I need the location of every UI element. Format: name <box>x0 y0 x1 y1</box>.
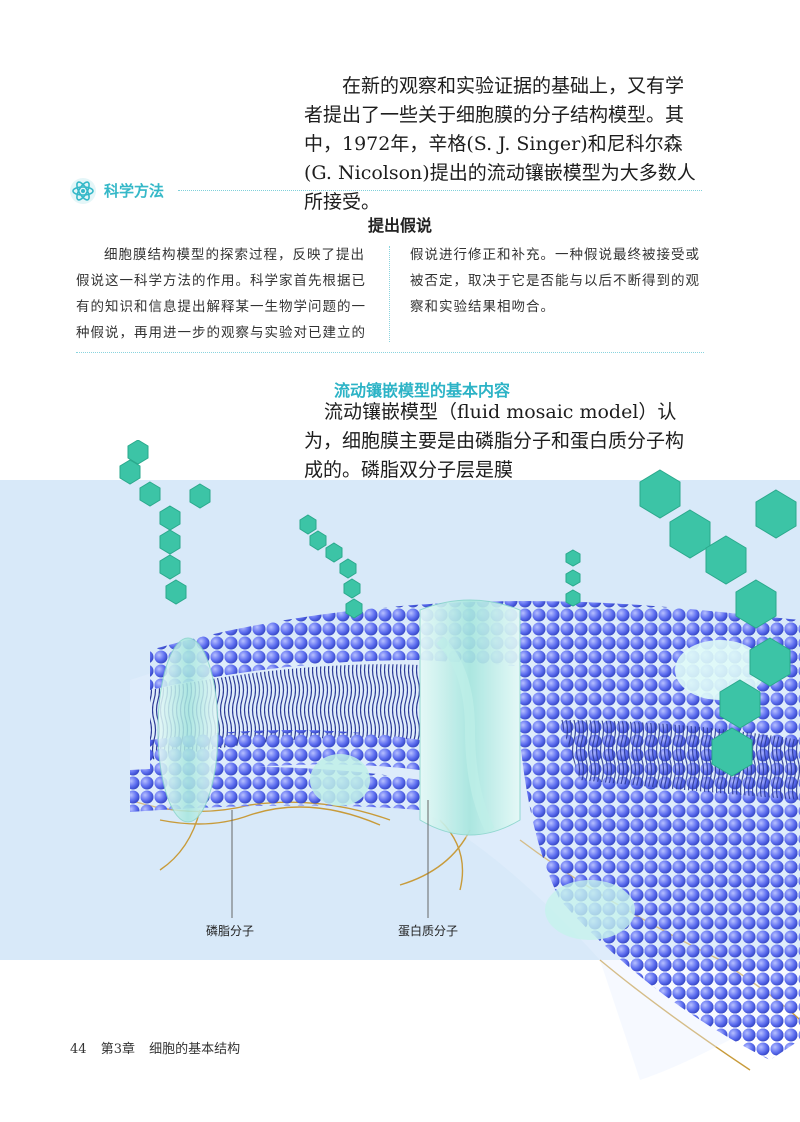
header-divider <box>178 190 702 191</box>
label-protein: 蛋白质分子 <box>398 924 459 938</box>
chapter-label: 第3章 <box>100 1042 135 1057</box>
box-title: 提出假说 <box>367 216 432 235</box>
box-right-text: 假说进行修正和补充。一种假说最终被接受或被否定，取决于它是否能与以后不断得到的观… <box>410 247 700 315</box>
page-number: 44 <box>70 1042 87 1057</box>
box-bottom-divider <box>76 352 704 353</box>
science-method-label: 科学方法 <box>104 182 165 200</box>
label-phospholipid: 磷脂分子 <box>206 924 255 938</box>
section-heading: 流动镶嵌模型的基本内容 <box>334 381 511 400</box>
page-footer: 44 第3章 细胞的基本结构 <box>70 1038 250 1057</box>
atom-icon <box>70 178 96 204</box>
chapter-title: 细胞的基本结构 <box>149 1042 241 1057</box>
section-paragraph: 流动镶嵌模型（fluid mosaic model）认为，细胞膜主要是由磷脂分子… <box>304 401 685 481</box>
membrane-figure: 磷脂分子 蛋白质分子 <box>0 439 800 1118</box>
membrane-illustration <box>0 439 800 1118</box>
box-left-text: 细胞膜结构模型的探索过程，反映了提出假说这一科学方法的作用。科学家首先根据已有的… <box>76 247 366 341</box>
box-column-divider <box>389 246 390 342</box>
intro-paragraph: 在新的观察和实验证据的基础上，又有学者提出了一些关于细胞膜的分子结构模型。其中，… <box>304 75 696 213</box>
science-method-header: 科学方法 <box>68 176 702 206</box>
